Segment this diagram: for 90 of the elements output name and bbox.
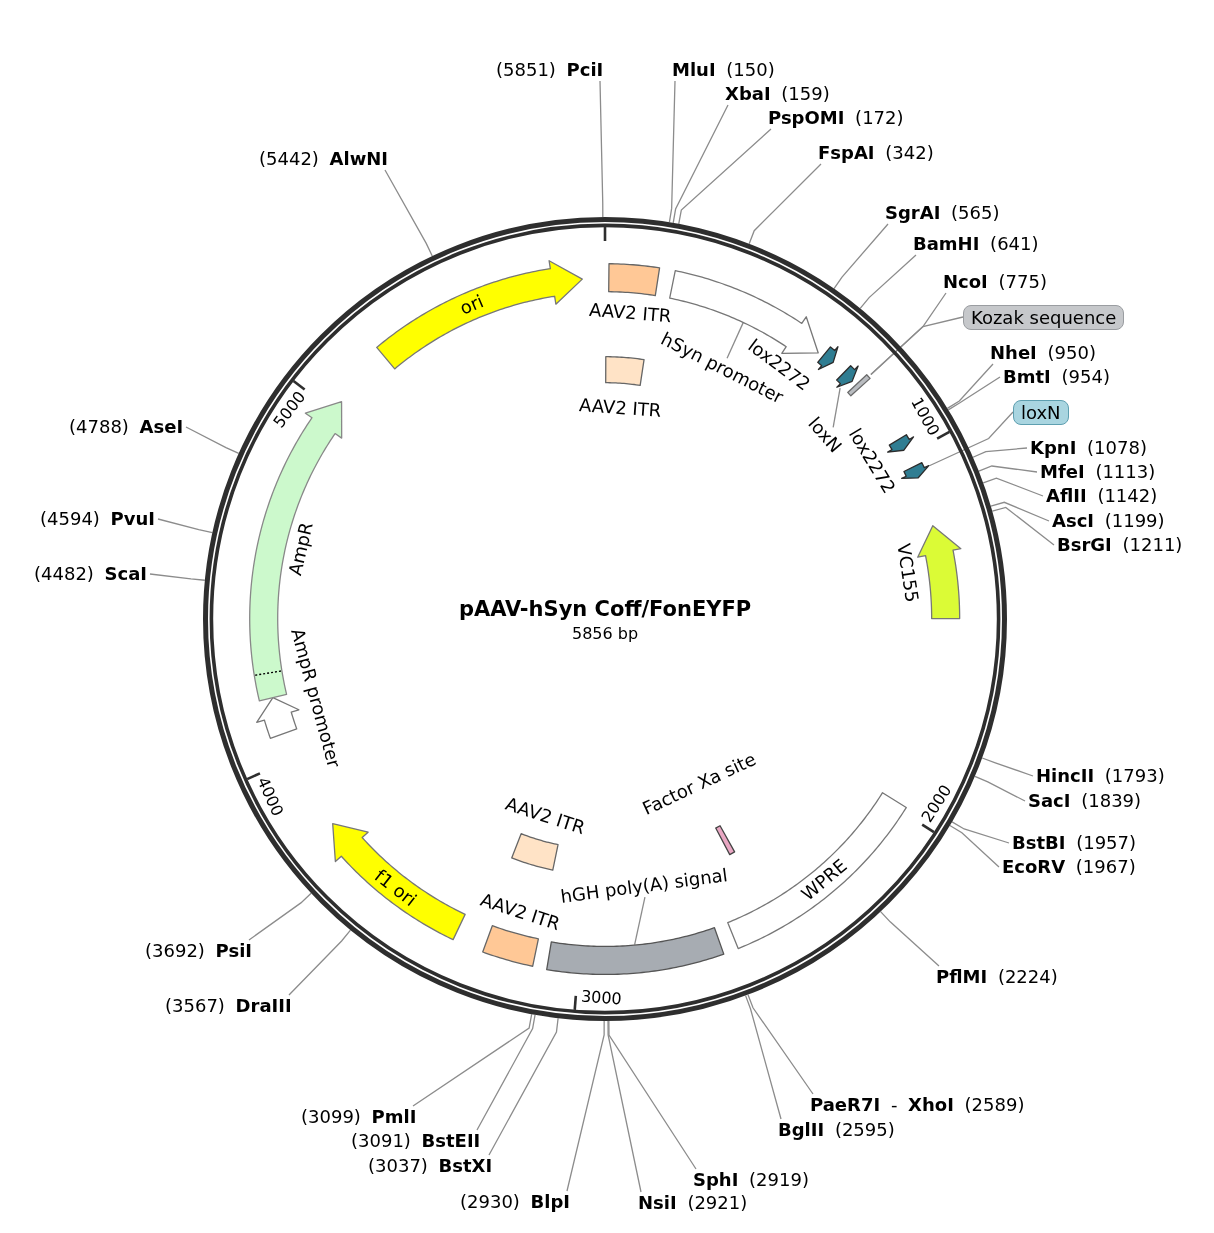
leader-line (412, 1013, 533, 1107)
leader-line (608, 1020, 697, 1170)
restriction-site-label: (3091) BstEII (348, 1130, 484, 1152)
leader-line (744, 994, 782, 1120)
feature-label: AmpR (284, 520, 318, 578)
leader-line (634, 896, 646, 946)
position-label: 3000 (580, 986, 623, 1009)
restriction-site-label: BglII (2595) (775, 1119, 898, 1141)
leader-line (832, 387, 841, 428)
restriction-site-label: (5851) PciI (493, 59, 607, 81)
leader-line (384, 169, 433, 257)
restriction-site-label: (4482) ScaI (31, 563, 151, 585)
restriction-site-label: FspAI (342) (815, 142, 937, 164)
leader-line (879, 911, 940, 967)
feature-label: hGH poly(A) signal (558, 864, 729, 909)
directional-feature (836, 365, 860, 389)
restriction-site-label: KpnI (1078) (1027, 437, 1150, 459)
leader-line (672, 104, 729, 224)
position-label: 4000 (253, 774, 288, 820)
leader-line (157, 518, 214, 534)
leader-line (947, 376, 1001, 411)
leader-line (928, 411, 1014, 467)
position-label: 1000 (906, 393, 943, 439)
restriction-site-label: PaeR7I - XhoI (2589) (807, 1094, 1028, 1116)
restriction-site-label: BmtI (954) (1000, 366, 1113, 388)
feature-label: VC155 (892, 542, 923, 605)
restriction-site-label: BamHI (641) (910, 233, 1042, 255)
feature-bar (847, 374, 871, 397)
leader-line (566, 1020, 605, 1192)
feature-label: f1 ori (369, 864, 421, 911)
restriction-site-label: EcoRV (1967) (999, 856, 1139, 878)
leader-line (991, 506, 1055, 546)
leader-line (946, 363, 994, 409)
feature-label: ori (456, 290, 488, 320)
restriction-site-label: PflMI (2224) (933, 966, 1061, 988)
plasmid-name: pAAV-hSyn Coff/FonEYFP (459, 596, 752, 622)
restriction-site-label: (4788) AseI (66, 416, 187, 438)
leader-line (149, 573, 206, 581)
leader-line (726, 322, 744, 359)
leader-line (949, 824, 1000, 868)
leader-line (488, 1017, 559, 1156)
restriction-site-label: (3099) PmlI (298, 1106, 420, 1128)
leader-line (185, 426, 240, 454)
leader-line (978, 465, 1038, 473)
leader-line (668, 80, 676, 223)
restriction-site-label: SgrAI (565) (882, 202, 1003, 224)
feature-callout: Kozak sequence (963, 304, 1125, 330)
restriction-site-label: AscI (1199) (1049, 510, 1168, 532)
restriction-site-label: AflII (1142) (1043, 485, 1161, 507)
restriction-site-label: NcoI (775) (940, 271, 1050, 293)
leader-line (747, 994, 814, 1095)
restriction-site-label: MluI (150) (669, 59, 778, 81)
leader-line (990, 501, 1050, 522)
leader-line (972, 447, 1028, 458)
feature-label: AAV2 ITR (587, 298, 672, 328)
leader-line (951, 821, 1010, 844)
restriction-site-label: SacI (1839) (1025, 790, 1145, 812)
leader-line (288, 929, 352, 996)
leader-line (607, 1020, 642, 1193)
leader-line (599, 80, 604, 218)
restriction-site-label: (2930) BlpI (457, 1191, 574, 1213)
leader-line (982, 477, 1044, 497)
restriction-site-label: BsrGI (1211) (1054, 534, 1186, 556)
restriction-site-label: NsiI (2921) (635, 1192, 751, 1214)
restriction-site-label: PspOMI (172) (765, 107, 907, 129)
leader-line (981, 757, 1034, 777)
restriction-site-label: HincII (1793) (1033, 765, 1168, 787)
leader-line (859, 254, 917, 310)
leader-line (678, 128, 772, 225)
restriction-site-label: XbaI (159) (722, 83, 833, 105)
plasmid-size: 5856 bp (572, 623, 639, 643)
leader-line (476, 1014, 536, 1131)
leader-line (833, 223, 889, 290)
restriction-site-label: (3037) BstXI (365, 1155, 496, 1177)
leader-line (870, 316, 964, 376)
feature-label: AAV2 ITR (578, 393, 663, 422)
restriction-site-label: (5442) AlwNI (256, 148, 392, 170)
restriction-site-label: (3692) PsiI (142, 940, 256, 962)
restriction-site-label: NheI (950) (987, 342, 1099, 364)
directional-feature (900, 462, 930, 480)
restriction-site-label: (4594) PvuI (37, 508, 158, 530)
feature-label: AAV2 ITR (502, 792, 588, 840)
restriction-site-label: (3567) DraIII (162, 995, 295, 1017)
restriction-site-label: MfeI (1113) (1037, 461, 1159, 483)
leader-line (974, 775, 1026, 802)
leader-line (748, 163, 822, 245)
restriction-site-label: BstBI (1957) (1009, 832, 1140, 854)
restriction-site-label: SphI (2919) (690, 1169, 812, 1191)
feature-callout: loxN (1013, 399, 1069, 425)
leader-line (248, 892, 312, 941)
